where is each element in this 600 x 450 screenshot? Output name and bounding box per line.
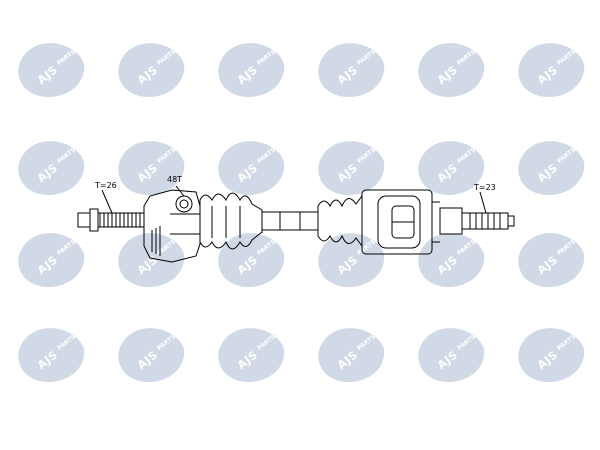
right-boot: [317, 194, 363, 248]
left-spline-leader: [101, 189, 113, 214]
left-boot: [199, 192, 263, 250]
inner-cv-joint: [361, 189, 440, 255]
abs-ring-label: 48T: [167, 175, 182, 184]
right-stub: [439, 207, 515, 235]
abs-ring-leader: [175, 185, 185, 197]
right-spline-leader: [479, 191, 487, 214]
left-spline-label: T=26: [94, 181, 117, 190]
drive-shaft-drawing: [77, 185, 515, 263]
right-spline-label: T=23: [473, 183, 496, 192]
left-stub: [77, 208, 145, 232]
outer-cv-joint: [143, 189, 201, 263]
shaft-bar: [261, 211, 319, 231]
